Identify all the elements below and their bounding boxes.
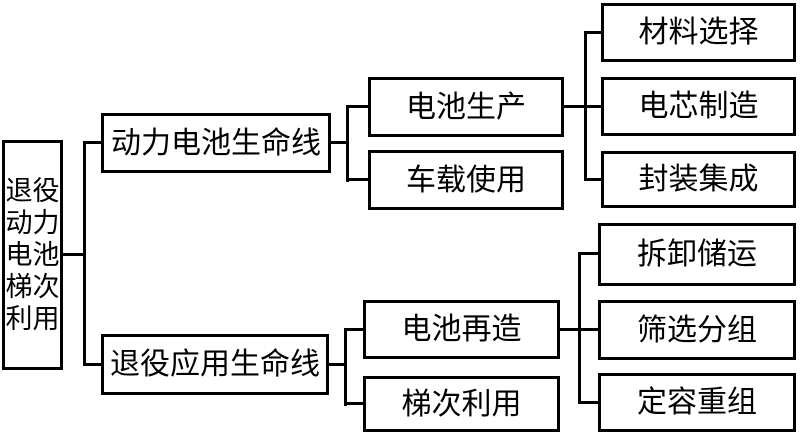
node-battery-remanufacture: 电池再造 xyxy=(363,300,560,359)
node-packaging-integration: 封装集成 xyxy=(601,151,796,208)
connector-to-disassembly-storage-transport xyxy=(578,252,598,255)
connector-to-cascade-utilization xyxy=(344,402,363,405)
connector-bracket-retired-level2 xyxy=(344,328,347,406)
node-cell-manufacturing: 电芯制造 xyxy=(601,77,796,136)
connector-to-packaging-integration xyxy=(584,178,601,181)
connector-to-power-battery-lifeline xyxy=(83,141,101,144)
connector-to-battery-remanufacture xyxy=(344,328,363,331)
node-retired-application-lifeline: 退役应用生命线 xyxy=(101,334,329,395)
node-root-retired-power-battery-cascade-use: 退役动力电池梯次利用 xyxy=(2,140,63,370)
connector-root-out xyxy=(63,253,86,256)
connector-to-retired-application-lifeline xyxy=(83,363,101,366)
connector-retired-lifeline-out xyxy=(329,363,347,366)
connector-bracket-production-level3 xyxy=(584,31,587,181)
connector-to-capacity-rating-regrouping xyxy=(578,401,598,404)
connector-to-material-selection xyxy=(584,31,601,34)
connector-power-lifeline-out xyxy=(331,141,349,144)
node-vehicle-use: 车载使用 xyxy=(368,150,564,210)
node-capacity-rating-regrouping: 定容重组 xyxy=(598,373,796,432)
connector-to-battery-production xyxy=(346,105,368,108)
node-disassembly-storage-transport: 拆卸储运 xyxy=(598,223,796,286)
node-power-battery-lifeline: 动力电池生命线 xyxy=(101,113,331,173)
node-battery-production: 电池生产 xyxy=(368,77,564,137)
node-cascade-utilization: 梯次利用 xyxy=(363,376,560,432)
connector-bracket-level1 xyxy=(83,141,86,366)
connector-bracket-remanufacture-level3 xyxy=(578,252,581,404)
connector-battery-production-out xyxy=(564,105,601,108)
connector-bracket-power-level2 xyxy=(346,105,349,182)
node-screening-grouping: 筛选分组 xyxy=(598,300,796,360)
connector-to-vehicle-use xyxy=(346,178,368,181)
node-material-selection: 材料选择 xyxy=(601,3,796,62)
